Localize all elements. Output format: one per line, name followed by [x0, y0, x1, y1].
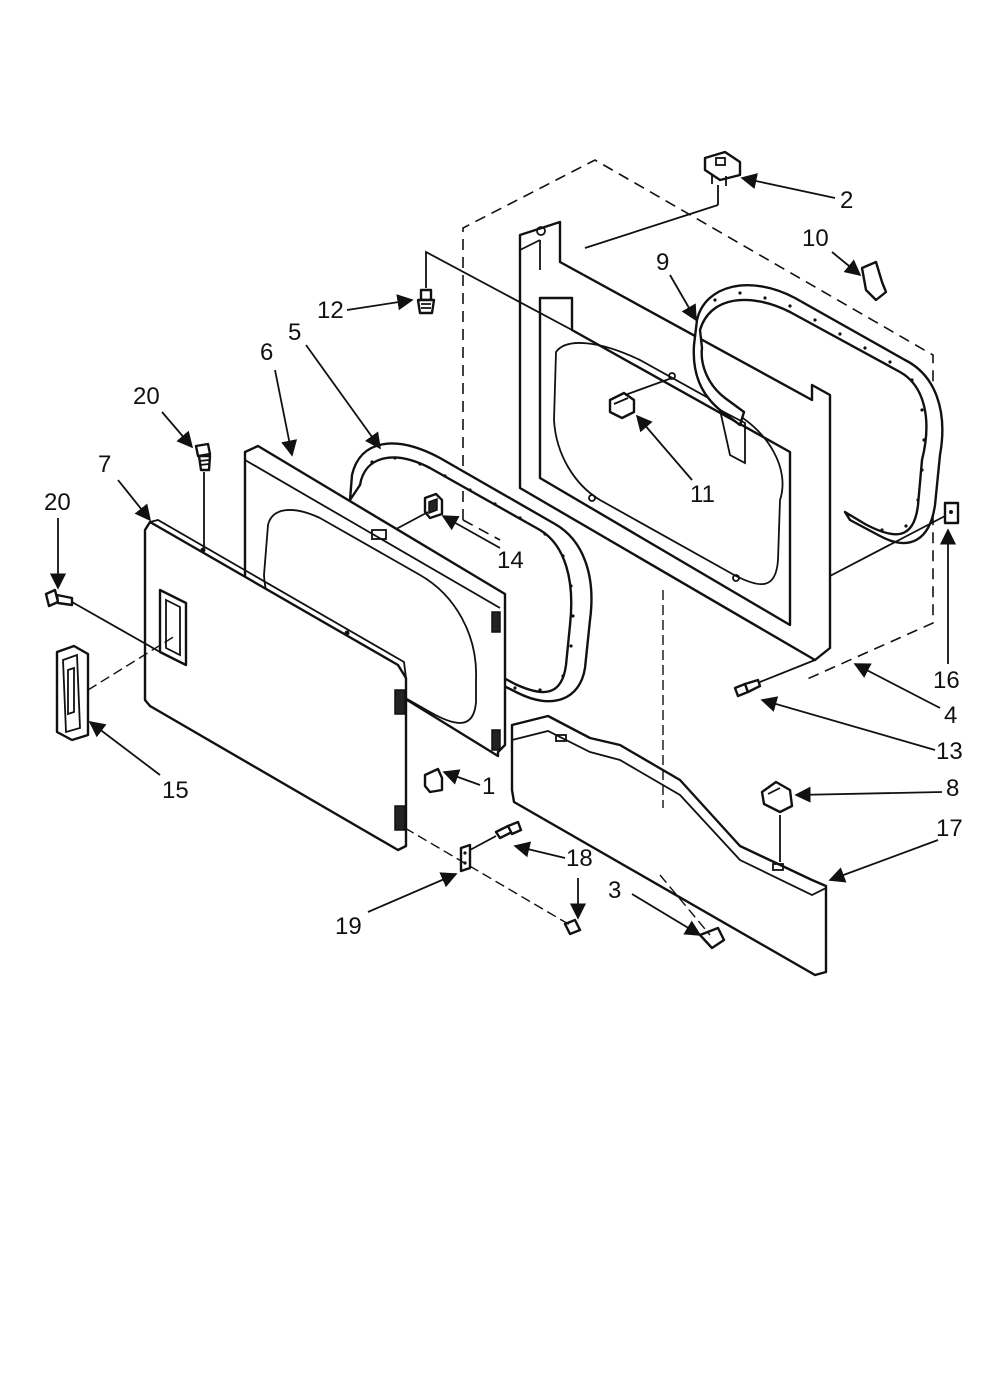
callout-1: 1 — [482, 773, 495, 800]
toe-panel-part-17 — [510, 714, 828, 977]
callout-17: 17 — [936, 815, 963, 842]
screw-part-18-lower — [563, 918, 582, 936]
tab-part-16 — [943, 501, 960, 525]
gasket-rivets-2 — [370, 456, 575, 692]
callout-leaders — [49, 173, 957, 936]
screw-part-12 — [416, 288, 436, 315]
gasket-ring-part-4 — [692, 284, 944, 545]
callout-9: 9 — [656, 249, 669, 276]
door-switch-part-2 — [703, 150, 742, 186]
callout-15: 15 — [162, 777, 189, 804]
front-panel-part-9 — [518, 220, 832, 662]
screw-part-18-upper — [494, 820, 523, 840]
callout-12: 12 — [317, 297, 344, 324]
clip-part-1 — [423, 767, 444, 794]
door-handle-part-15 — [55, 644, 90, 742]
callout-10: 10 — [802, 225, 829, 252]
bracket-part-8 — [760, 780, 794, 814]
callout-19: 19 — [335, 913, 362, 940]
callout-14: 14 — [497, 547, 524, 574]
cabinet-outline — [462, 159, 934, 681]
tab-part-3 — [698, 926, 726, 950]
callout-20b: 20 — [44, 489, 71, 516]
door-gasket-part-5 — [348, 442, 593, 703]
callout-labels: 1 2 3 4 5 6 7 8 9 10 11 12 13 14 15 16 1… — [44, 187, 963, 940]
callout-4: 4 — [944, 702, 957, 729]
hinge-part-19 — [459, 843, 472, 873]
callout-11: 11 — [690, 481, 715, 508]
callout-2: 2 — [840, 187, 853, 214]
screw-part-13 — [733, 678, 762, 698]
bracket-part-11 — [608, 391, 636, 420]
callout-5: 5 — [288, 319, 301, 346]
callout-16: 16 — [933, 667, 960, 694]
clip-part-10 — [860, 260, 888, 302]
outer-door-part-7 — [143, 519, 408, 852]
door-catch-part-14 — [423, 492, 444, 520]
callout-3: 3 — [608, 877, 621, 904]
callout-18: 18 — [566, 845, 593, 872]
callout-13: 13 — [936, 738, 963, 765]
callout-20a: 20 — [133, 383, 160, 410]
callout-7: 7 — [98, 451, 111, 478]
callout-6: 6 — [260, 339, 273, 366]
callout-8: 8 — [946, 775, 959, 802]
screw-part-20-left — [44, 588, 74, 608]
gasket-rivets — [713, 291, 926, 532]
screw-part-20-upper — [194, 442, 212, 472]
